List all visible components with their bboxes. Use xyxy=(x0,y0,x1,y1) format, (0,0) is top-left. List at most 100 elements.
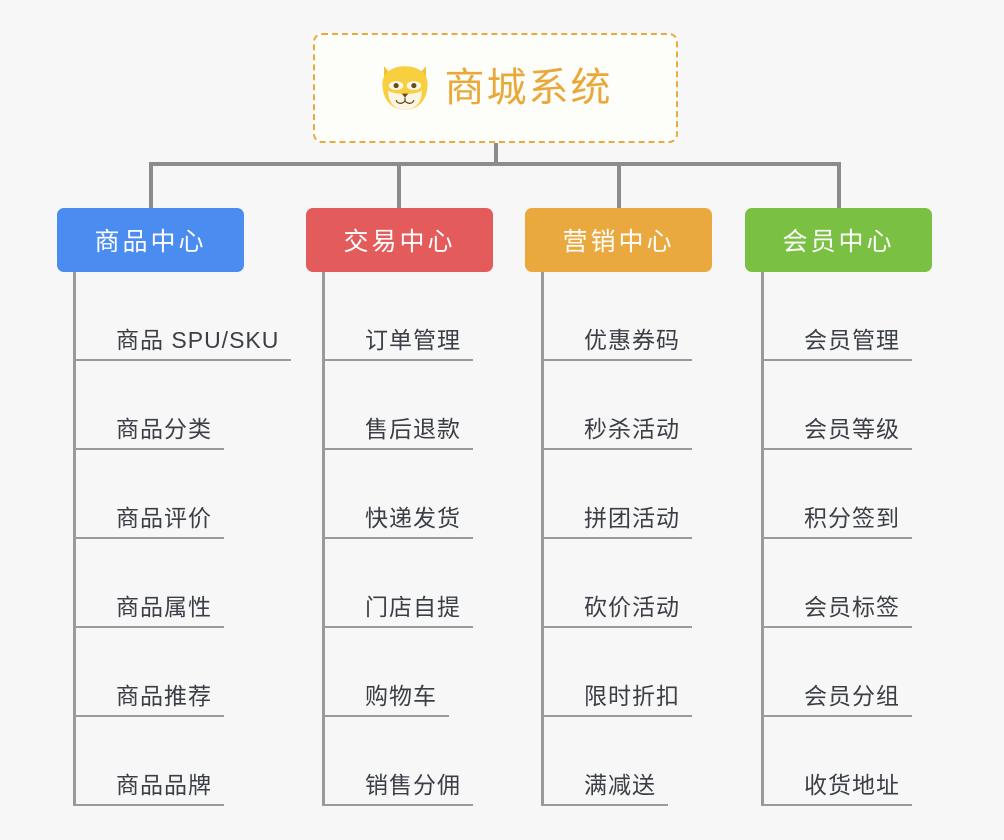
leaf-item[interactable]: 秒杀活动 xyxy=(541,361,801,450)
category-block-2[interactable]: 交易中心 xyxy=(306,208,493,272)
leaf-item[interactable]: 商品 SPU/SKU xyxy=(73,272,333,361)
leaf-label: 优惠券码 xyxy=(574,327,692,361)
leaf-list-4: 会员管理 会员等级 积分签到 会员标签 会员分组 收货地址 xyxy=(761,272,1004,806)
leaf-rule xyxy=(541,804,576,806)
leaf-rule xyxy=(541,715,576,717)
category-label-1: 商品中心 xyxy=(94,228,207,256)
category-block-1[interactable]: 商品中心 xyxy=(57,208,244,272)
leaf-label: 拼团活动 xyxy=(574,505,692,539)
leaf-item[interactable]: 会员标签 xyxy=(761,539,1004,628)
leaf-rule xyxy=(73,448,108,450)
spine-3 xyxy=(541,272,544,806)
leaf-item[interactable]: 限时折扣 xyxy=(541,628,801,717)
leaf-label: 秒杀活动 xyxy=(574,416,692,450)
leaf-label: 购物车 xyxy=(355,683,449,717)
leaf-item[interactable]: 满减送 xyxy=(541,717,801,806)
leaf-item[interactable]: 门店自提 xyxy=(322,539,582,628)
connector-bus xyxy=(149,162,841,166)
leaf-rule xyxy=(761,537,796,539)
leaf-label: 会员分组 xyxy=(794,683,912,717)
leaf-rule xyxy=(761,804,796,806)
leaf-rule xyxy=(761,359,796,361)
category-label-2: 交易中心 xyxy=(343,228,456,256)
leaf-label: 限时折扣 xyxy=(574,683,692,717)
leaf-item[interactable]: 商品分类 xyxy=(73,361,333,450)
leaf-label: 门店自提 xyxy=(355,594,473,628)
leaf-rule xyxy=(73,537,108,539)
leaf-rule xyxy=(322,804,357,806)
leaf-item[interactable]: 会员分组 xyxy=(761,628,1004,717)
leaf-list-3: 优惠券码 秒杀活动 拼团活动 砍价活动 限时折扣 满减送 xyxy=(541,272,801,806)
leaf-label: 积分签到 xyxy=(794,505,912,539)
leaf-item[interactable]: 收货地址 xyxy=(761,717,1004,806)
branch-column-3: 营销中心 优惠券码 秒杀活动 拼团活动 砍价活动 限时折扣 xyxy=(525,208,712,806)
leaf-item[interactable]: 商品属性 xyxy=(73,539,333,628)
leaf-label: 商品品牌 xyxy=(106,772,224,806)
leaf-label: 商品属性 xyxy=(106,594,224,628)
leaf-label: 商品分类 xyxy=(106,416,224,450)
leaf-item[interactable]: 快递发货 xyxy=(322,450,582,539)
leaf-rule xyxy=(322,448,357,450)
shiba-dog-face-icon xyxy=(381,66,428,110)
connector-drop-1 xyxy=(149,162,153,209)
root-node[interactable]: 商城系统 xyxy=(313,33,678,143)
leaf-item[interactable]: 砍价活动 xyxy=(541,539,801,628)
leaf-label: 会员管理 xyxy=(794,327,912,361)
leaf-label: 商品推荐 xyxy=(106,683,224,717)
leaf-label: 快递发货 xyxy=(355,505,473,539)
leaf-rule xyxy=(73,359,108,361)
leaf-label: 砍价活动 xyxy=(574,594,692,628)
spine-2 xyxy=(322,272,325,806)
leaf-item[interactable]: 会员等级 xyxy=(761,361,1004,450)
leaf-label: 满减送 xyxy=(574,772,668,806)
leaf-label: 售后退款 xyxy=(355,416,473,450)
leaf-item[interactable]: 商品评价 xyxy=(73,450,333,539)
category-block-4[interactable]: 会员中心 xyxy=(745,208,932,272)
leaf-item[interactable]: 会员管理 xyxy=(761,272,1004,361)
leaf-item[interactable]: 商品品牌 xyxy=(73,717,333,806)
leaf-rule xyxy=(322,537,357,539)
category-label-4: 会员中心 xyxy=(782,228,895,256)
leaf-label: 会员等级 xyxy=(794,416,912,450)
category-block-3[interactable]: 营销中心 xyxy=(525,208,712,272)
leaf-rule xyxy=(322,626,357,628)
leaf-rule xyxy=(761,626,796,628)
leaf-rule xyxy=(761,715,796,717)
leaf-label: 会员标签 xyxy=(794,594,912,628)
connector-drop-4 xyxy=(837,162,841,209)
leaf-label: 商品评价 xyxy=(106,505,224,539)
leaf-item[interactable]: 优惠券码 xyxy=(541,272,801,361)
leaf-label: 订单管理 xyxy=(355,327,473,361)
leaf-rule xyxy=(541,448,576,450)
leaf-rule xyxy=(73,715,108,717)
category-label-3: 营销中心 xyxy=(562,228,675,256)
leaf-rule xyxy=(761,448,796,450)
connector-stem xyxy=(494,143,498,165)
leaf-rule xyxy=(541,537,576,539)
branch-column-4: 会员中心 会员管理 会员等级 积分签到 会员标签 会员分组 xyxy=(745,208,932,806)
leaf-rule xyxy=(73,804,108,806)
leaf-rule xyxy=(541,359,576,361)
leaf-list-2: 订单管理 售后退款 快递发货 门店自提 购物车 销售分佣 xyxy=(322,272,582,806)
leaf-list-1: 商品 SPU/SKU 商品分类 商品评价 商品属性 商品推荐 商品品牌 xyxy=(73,272,333,806)
connector-drop-3 xyxy=(617,162,621,209)
leaf-item[interactable]: 拼团活动 xyxy=(541,450,801,539)
leaf-item[interactable]: 销售分佣 xyxy=(322,717,582,806)
leaf-rule xyxy=(322,715,357,717)
leaf-item[interactable]: 商品推荐 xyxy=(73,628,333,717)
spine-4 xyxy=(761,272,764,806)
spine-1 xyxy=(73,272,76,806)
leaf-item[interactable]: 售后退款 xyxy=(322,361,582,450)
leaf-label: 商品 SPU/SKU xyxy=(106,327,292,361)
leaf-rule xyxy=(541,626,576,628)
root-title: 商城系统 xyxy=(444,66,613,110)
leaf-rule xyxy=(73,626,108,628)
leaf-item[interactable]: 购物车 xyxy=(322,628,582,717)
leaf-item[interactable]: 积分签到 xyxy=(761,450,1004,539)
leaf-label: 销售分佣 xyxy=(355,772,473,806)
branch-column-1: 商品中心 商品 SPU/SKU 商品分类 商品评价 商品属性 商品推荐 xyxy=(57,208,292,806)
leaf-item[interactable]: 订单管理 xyxy=(322,272,582,361)
leaf-rule xyxy=(322,359,357,361)
connector-drop-2 xyxy=(397,162,401,209)
